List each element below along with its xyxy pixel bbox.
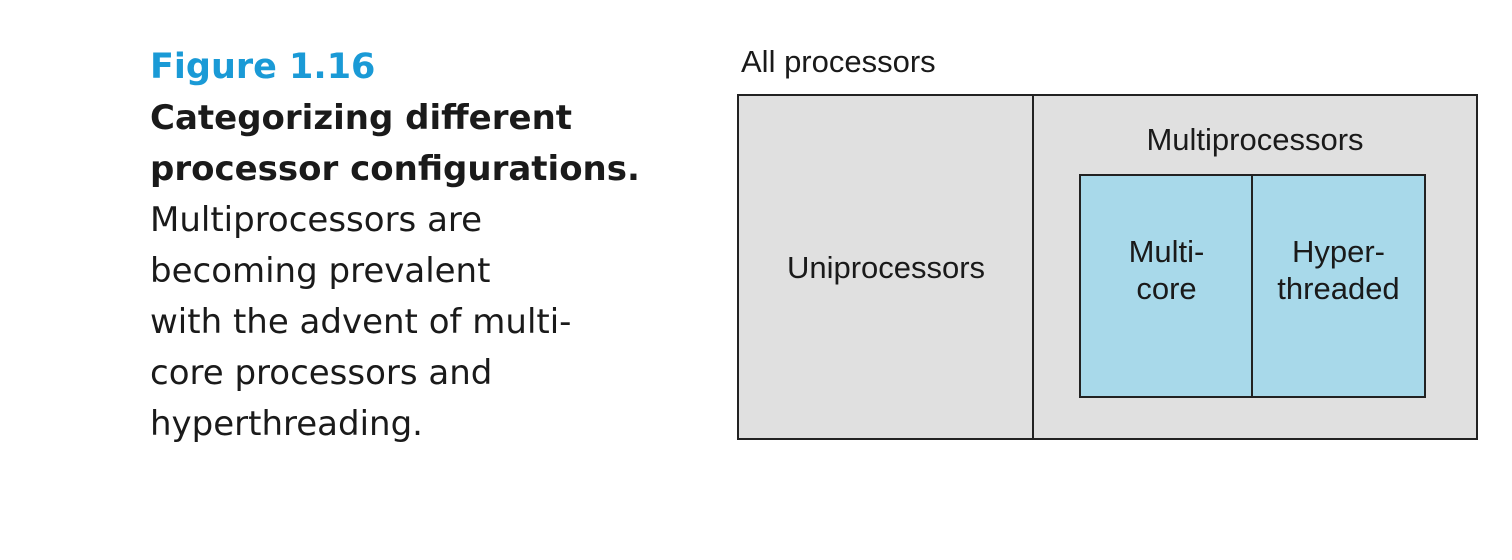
figure-number: Figure 1.16	[150, 47, 376, 87]
caption-body-line-3: with the advent of multi-	[150, 302, 572, 342]
all-processors-label: All processors	[741, 44, 936, 79]
hyperthreaded-label-line-1: Hyper-	[1291, 234, 1385, 269]
uniprocessors-label-area: Uniprocessors	[737, 94, 1035, 440]
figure-heading-line-2: processor configurations.	[150, 149, 640, 189]
caption-body-line-1: Multiprocessors are	[150, 200, 483, 240]
multiprocessors-label: Multiprocessors	[1146, 122, 1364, 157]
uniprocessors-box	[737, 94, 1035, 440]
caption-body-line-5: hyperthreading.	[150, 404, 423, 444]
caption-body-line-4: core processors and	[150, 353, 493, 393]
hyperthreaded-label-area: Hyper- threaded	[1251, 174, 1426, 398]
figure-caption: Figure 1.16 Categorizing different proce…	[150, 42, 650, 450]
uniprocessors-label: Uniprocessors	[786, 249, 986, 285]
hyperthreaded-box	[1251, 174, 1426, 398]
multicore-label-line-1: Multi-	[1128, 234, 1205, 269]
multicore-label-line-2: core	[1136, 271, 1197, 306]
multicore-label-area: Multi- core	[1079, 174, 1254, 398]
caption-body-line-2: becoming prevalent	[150, 251, 491, 291]
figure-heading-line-1: Categorizing different	[150, 98, 573, 138]
hyperthreaded-label-line-2: threaded	[1277, 271, 1400, 306]
multicore-box	[1079, 174, 1254, 398]
